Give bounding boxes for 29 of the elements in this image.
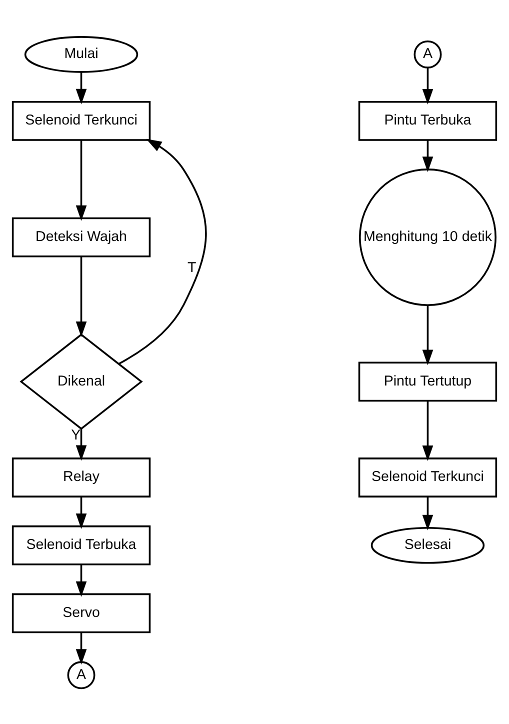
- node-diamond: Dikenal: [20, 333, 143, 430]
- arrow: [422, 140, 434, 172]
- edge-label: Y: [71, 426, 81, 443]
- node-box: Deteksi Wajah: [12, 216, 151, 257]
- edge-label: T: [188, 260, 196, 276]
- node-circle: Menghitung 10 detik: [358, 168, 496, 306]
- arrow: [422, 496, 434, 530]
- arrow: [422, 400, 434, 461]
- node-ellipse: Selesai: [370, 526, 485, 564]
- arrow: [76, 496, 87, 528]
- arrow: [76, 632, 87, 664]
- arrow: [76, 72, 87, 104]
- arrow: [422, 68, 434, 104]
- node-box: Selenoid Terbuka: [12, 524, 151, 565]
- arrow: [422, 304, 434, 365]
- node-circle: A: [414, 40, 442, 68]
- arrow: [76, 564, 87, 596]
- node-box: Selenoid Terkunci: [358, 457, 498, 497]
- node-box: Relay: [12, 457, 151, 497]
- node-box: Pintu Tertutup: [358, 361, 498, 402]
- arrow: [76, 256, 87, 337]
- node-circle: A: [67, 660, 96, 689]
- node-box: Selenoid Terkunci: [12, 100, 151, 140]
- node-ellipse: Mulai: [24, 36, 138, 72]
- arrow: [76, 428, 87, 460]
- arrow: [118, 138, 207, 364]
- node-box: Servo: [12, 592, 151, 633]
- node-box: Pintu Terbuka: [358, 100, 498, 140]
- arrow: [76, 140, 87, 220]
